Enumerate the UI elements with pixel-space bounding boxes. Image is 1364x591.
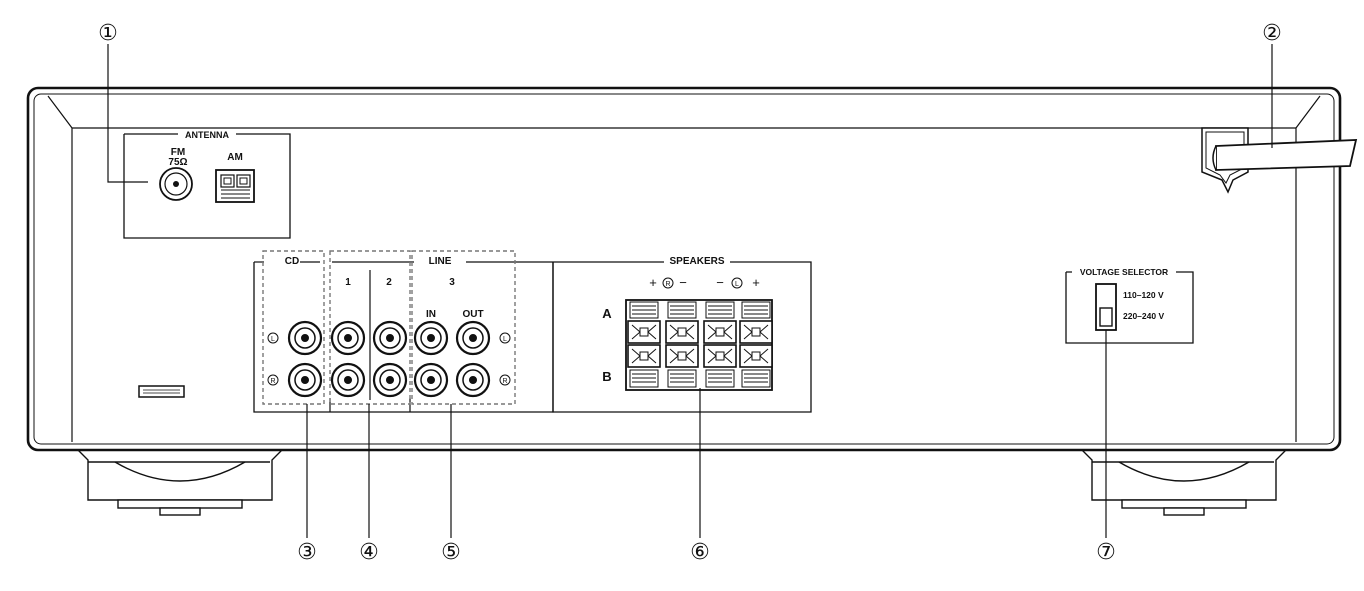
voltage-selector-panel: VOLTAGE SELECTOR 110–120 V 220–240 V xyxy=(1065,267,1194,344)
chassis xyxy=(26,86,1342,452)
speaker-r-plus-label: + xyxy=(649,275,657,290)
right-foot xyxy=(1080,449,1288,516)
callout-3: ③ xyxy=(297,540,317,565)
rca-jacks xyxy=(287,320,491,398)
am-antenna-terminal[interactable] xyxy=(215,169,255,203)
callout-5: ⑤ xyxy=(441,540,461,565)
speaker-l-plus-label: + xyxy=(752,275,760,290)
cd-right-marker-label: R xyxy=(270,378,275,385)
cd-l-jack[interactable] xyxy=(287,320,323,356)
antenna-section: ANTENNA FM 75Ω AM xyxy=(123,130,291,239)
speaker-left-marker xyxy=(731,277,743,289)
dashed-group-boxes xyxy=(262,250,516,405)
line2-l-jack[interactable] xyxy=(372,320,408,356)
callout-1: ① xyxy=(98,21,118,46)
speaker-left-marker-label: L xyxy=(735,281,739,288)
line3-in-l-jack[interactable] xyxy=(413,320,449,356)
line3-out-r-jack[interactable] xyxy=(455,362,491,398)
speaker-b-label: B xyxy=(602,369,611,384)
line-3-label: 3 xyxy=(449,277,455,288)
speakers-panel: SPEAKERS + R − − L + A B xyxy=(552,256,812,413)
voltage-option-1: 110–120 V xyxy=(1123,290,1164,300)
line3-in-r-jack[interactable] xyxy=(413,362,449,398)
channel-markers xyxy=(267,332,511,386)
line1-l-jack[interactable] xyxy=(330,320,366,356)
cd-r-jack[interactable] xyxy=(287,362,323,398)
am-label: AM xyxy=(227,152,243,163)
line-label: LINE xyxy=(429,256,452,267)
speaker-r-minus-label: − xyxy=(679,275,687,290)
speaker-right-marker xyxy=(662,277,674,289)
antenna-title: ANTENNA xyxy=(185,130,229,140)
label-plate xyxy=(138,385,185,398)
callout-4: ④ xyxy=(359,540,379,565)
speaker-a-clamps[interactable] xyxy=(627,320,773,344)
callouts: ① ② ③ ④ ⑤ ⑥ ⑦ xyxy=(98,21,1282,565)
fm-ohm-label: 75Ω xyxy=(168,157,187,168)
line3-left-marker-label: L xyxy=(503,336,507,343)
line-out-label: OUT xyxy=(462,309,483,320)
line1-r-jack[interactable] xyxy=(330,362,366,398)
callout-leaders xyxy=(107,44,1273,538)
cd-label: CD xyxy=(285,256,299,267)
voltage-selector-title: VOLTAGE SELECTOR xyxy=(1080,267,1168,277)
fm-antenna-jack[interactable] xyxy=(159,167,193,201)
speaker-l-minus-label: − xyxy=(716,275,724,290)
line-2-label: 2 xyxy=(386,277,392,288)
line3-out-l-jack[interactable] xyxy=(455,320,491,356)
power-cable xyxy=(1201,127,1358,194)
speaker-b-clamps[interactable] xyxy=(627,344,773,368)
callout-2: ② xyxy=(1262,21,1282,46)
speaker-terminals xyxy=(625,299,773,391)
voltage-option-2: 220–240 V xyxy=(1123,311,1164,321)
line2-r-jack[interactable] xyxy=(372,362,408,398)
fm-label: FM xyxy=(171,147,185,158)
line-in-label: IN xyxy=(426,309,436,320)
speakers-title: SPEAKERS xyxy=(669,256,724,267)
left-foot xyxy=(76,449,284,516)
line-1-label: 1 xyxy=(345,277,351,288)
voltage-selector-switch[interactable] xyxy=(1095,283,1117,331)
cd-left-marker-label: L xyxy=(271,336,275,343)
callout-6: ⑥ xyxy=(690,540,710,565)
line3-right-marker-label: R xyxy=(502,378,507,385)
callout-7: ⑦ xyxy=(1096,540,1116,565)
speaker-a-label: A xyxy=(602,306,612,321)
speaker-right-marker-label: R xyxy=(665,281,670,288)
